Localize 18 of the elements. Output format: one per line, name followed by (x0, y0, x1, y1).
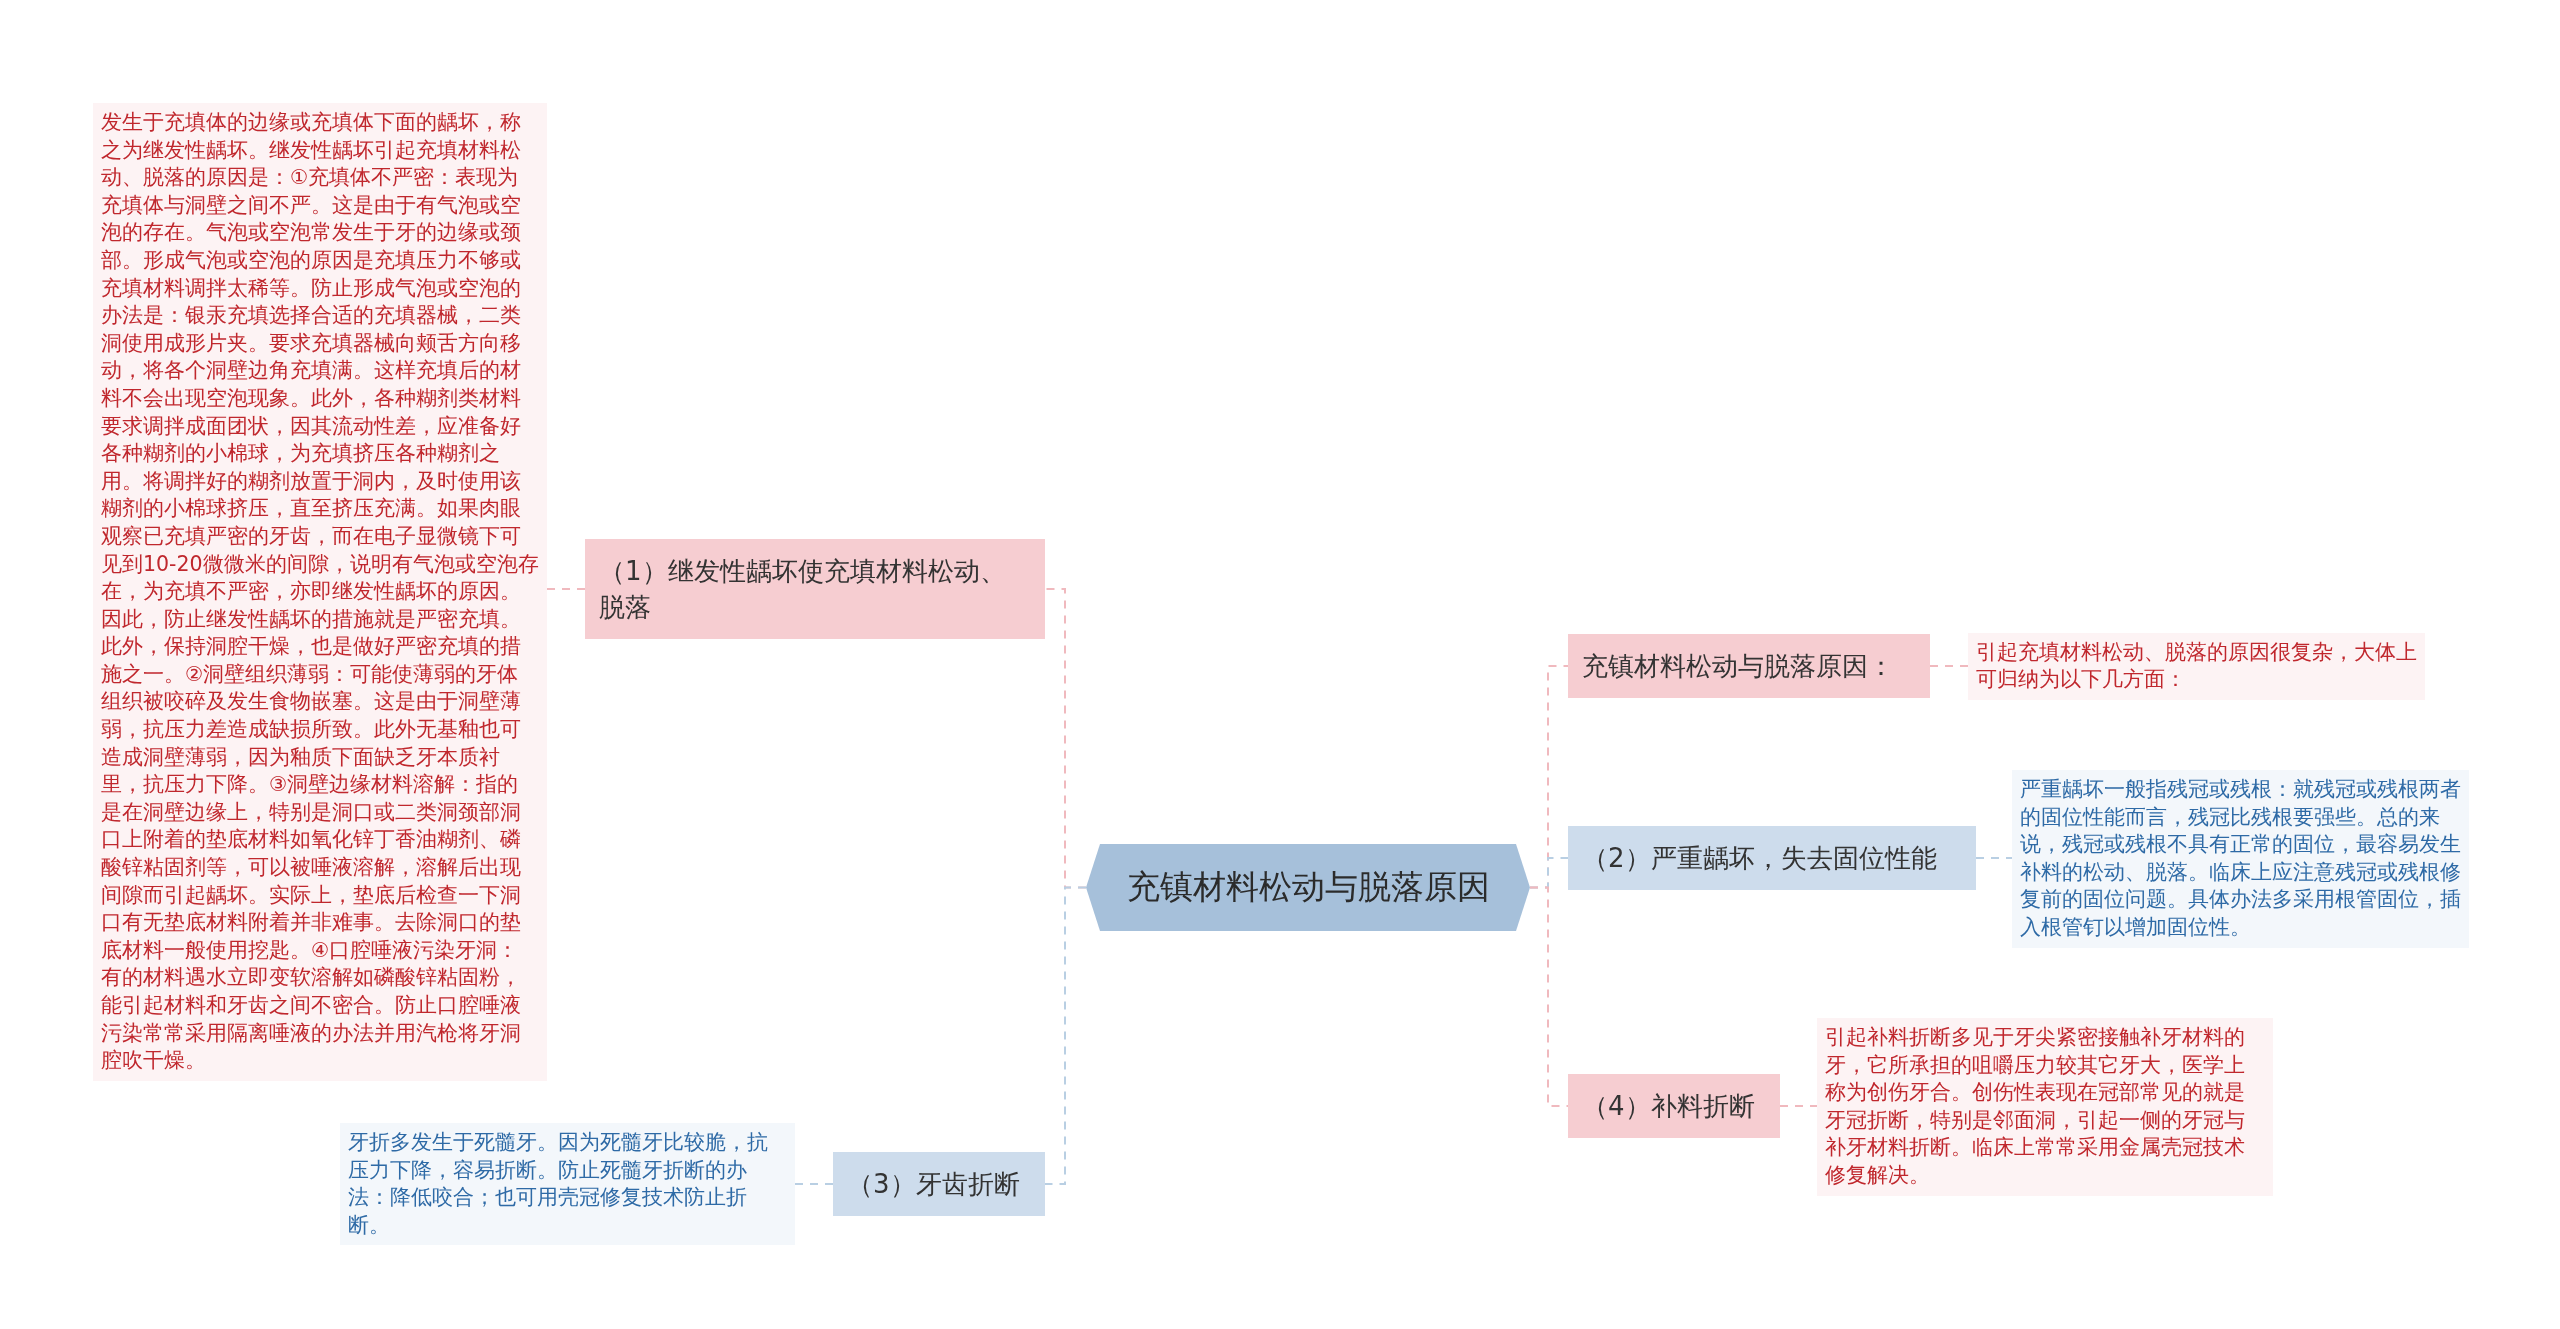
note-box: 发生于充填体的边缘或充填体下面的龋坏，称之为继发性龋坏。继发性龋坏引起充填材料松动、脱落的原因是：①充填体不严密：表现为充填体与洞壁之间不严。这是由于有气泡或空泡的存在。气泡或空泡常发生于牙的边缘或颈部。形成气泡或空泡的原因是充填压力不够或充填材料调拌太稀等。防止形成气泡或空泡的办法是：银汞充填选择合适的充填器械，二类洞使用成形片夹。要求充填器械向颊舌方向移动，将各个洞壁边角充填满。这样充填后的材料不会出现空泡现象。此外，各种糊剂类材料要求调拌成面团状，因其流动性差，应准备好各种糊剂的小棉球，为充填挤压各种糊剂之用。将调拌好的糊剂放置于洞内，及时使用该糊剂的小棉球挤压，直至挤压充满。如果肉眼观察已充填严密的牙齿，而在电子显微镜下可见到10-20微微米的间隙，说明有气泡或空泡存在，为充填不严密，亦即继发性龋坏的原因。因此，防止继发性龋坏的措施就是严密充填。此外，保持洞腔干燥，也是做好严密充填的措施之一。②洞壁组织薄弱：可能使薄弱的牙体组织被咬碎及发生食物嵌塞。这是由于洞壁薄弱，抗压力差造成缺损所致。此外无基釉也可造成洞壁薄弱，因为釉质下面缺乏牙本质衬里，抗压力下降。③洞壁边缘材料溶解：指的是在洞壁边缘上，特别是洞口或二类洞颈部洞口上附着的垫底材料如氧化锌丁香油糊剂、磷酸锌粘固剂等，可以被唾液溶解，溶解后出现间隙而引起龋坏。实际上，垫底后检查一下洞口有无垫底材料附着并非难事。去除洞口的垫底材料一般使用挖匙。④口腔唾液污染牙洞：有的材料遇水立即变软溶解如磷酸锌粘固粉，能引起材料和牙齿之间不密合。防止口腔唾液污染常常采用隔离唾液的办法并用汽枪将牙洞腔吹干燥。 (93, 103, 547, 1081)
note-box: 牙折多发生于死髓牙。因为死髓牙比较脆，抗压力下降，容易折断。防止死髓牙折断的办法：降低咬合；也可用壳冠修复技术防止折断。 (340, 1123, 795, 1246)
connector-line (1929, 665, 1969, 667)
note-box: 引起充填材料松动、脱落的原因很复杂，大体上可归纳为以下几方面： (1968, 632, 2425, 700)
topic-box: （4）补料折断 (1568, 1074, 1780, 1138)
topic-box: （3）牙齿折断 (833, 1152, 1045, 1216)
connector-line (794, 1183, 834, 1185)
connector-line (1975, 857, 2013, 859)
connector-line (546, 588, 586, 590)
topic-box: 充镇材料松动与脱落原因： (1568, 634, 1930, 698)
connector-line (1529, 886, 1569, 1107)
connector-line (1044, 886, 1087, 1185)
connector-line (1779, 1105, 1818, 1107)
topic-box: （1）继发性龋坏使充填材料松动、脱落 (585, 539, 1045, 639)
central-topic-hexagon: 充镇材料松动与脱落原因 (1086, 843, 1530, 931)
note-box: 严重龋坏一般指残冠或残根：就残冠或残根两者的固位性能而言，残冠比残根要强些。总的来说，残冠或残根不具有正常的固位，最容易发生补料的松动、脱落。临床上应注意残冠或残根修复前的固位问题。具体办法多采用根管固位，插入根管钉以增加固位性。 (2012, 770, 2469, 948)
note-box: 引起补料折断多见于牙尖紧密接触补牙材料的牙，它所承担的咀嚼压力较其它牙大，医学上称为创伤牙合。创伤性表现在冠部常见的就是牙冠折断，特别是邻面洞，引起一侧的牙冠与补牙材料折断。临床上常常采用金属壳冠技术修复解决。 (1817, 1018, 2273, 1196)
topic-box: （2）严重龋坏，失去固位性能 (1568, 826, 1976, 890)
